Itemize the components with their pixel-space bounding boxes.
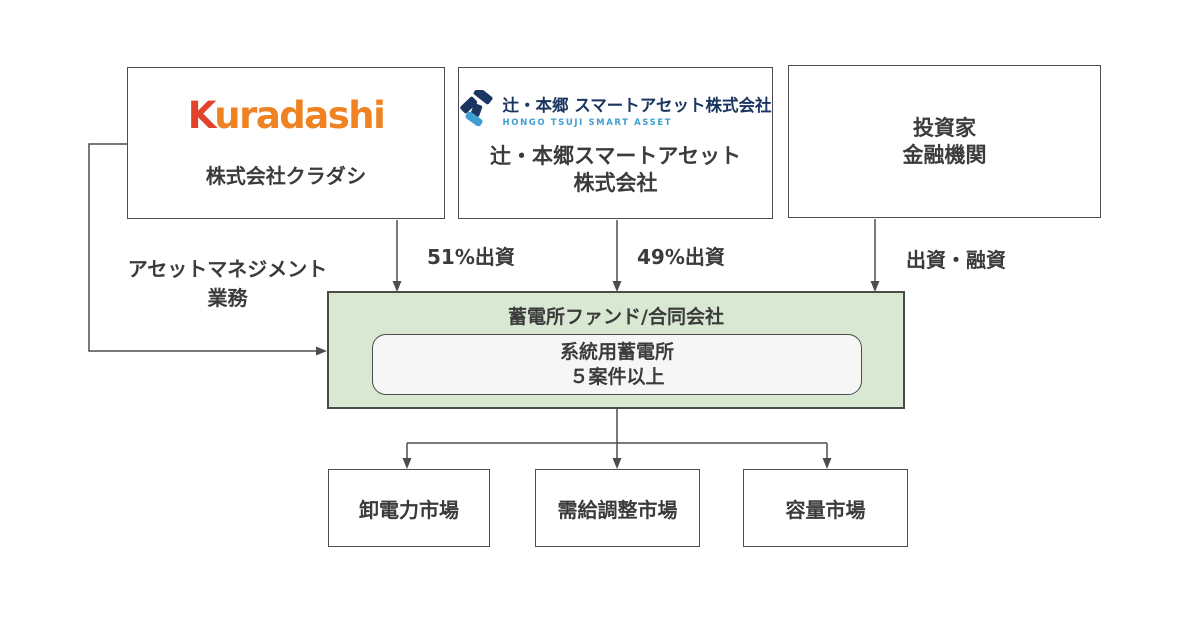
- fund-box: 蓄電所ファンド/合同会社 系統用蓄電所 ５案件以上: [327, 291, 905, 409]
- tsuji-hongo-name-line2: 株式会社: [573, 170, 658, 195]
- tsuji-hongo-company-name: 辻・本郷スマートアセット 株式会社: [490, 143, 741, 197]
- company-box-investor: 投資家 金融機関: [788, 65, 1101, 218]
- market-box-balancing: 需給調整市場: [535, 469, 700, 547]
- edge-label-asset-management: アセットマネジメント 業務: [100, 255, 355, 313]
- fund-asset-line2: ５案件以上: [569, 365, 665, 388]
- asset-management-line2: 業務: [207, 286, 248, 310]
- kuradashi-logo: Kuradashi: [187, 94, 386, 137]
- tsuji-hongo-name-line1: 辻・本郷スマートアセット: [490, 143, 741, 168]
- fund-asset-line1: 系統用蓄電所: [559, 340, 674, 363]
- investor-line1: 投資家: [913, 115, 976, 140]
- investor-label: 投資家 金融機関: [903, 115, 987, 169]
- tsuji-hongo-logo-title: 辻・本郷 スマートアセット株式会社: [502, 95, 772, 115]
- tsuji-hongo-logo-icon: [459, 89, 493, 126]
- tsuji-hongo-logo-subtitle: HONGO TSUJI SMART ASSET: [502, 117, 673, 128]
- fund-title: 蓄電所ファンド/合同会社: [508, 306, 724, 328]
- company-box-tsuji-hongo: 辻・本郷 スマートアセット株式会社 HONGO TSUJI SMART ASSE…: [458, 67, 773, 219]
- fund-asset-box: 系統用蓄電所 ５案件以上: [372, 334, 862, 395]
- tsuji-hongo-logo-text: 辻・本郷 スマートアセット株式会社 HONGO TSUJI SMART ASSE…: [503, 92, 772, 128]
- market-box-wholesale: 卸電力市場: [328, 469, 490, 547]
- edge-label-equity-49: 49%出資: [637, 245, 725, 269]
- tsuji-hongo-logo: 辻・本郷 スマートアセット株式会社 HONGO TSUJI SMART ASSE…: [459, 89, 772, 130]
- edge-label-equity-loan: 出資・融資: [906, 248, 1006, 272]
- edge-label-equity-51: 51%出資: [427, 245, 515, 269]
- kuradashi-company-name: 株式会社クラダシ: [205, 164, 367, 188]
- company-box-kuradashi: Kuradashi 株式会社クラダシ: [127, 67, 445, 219]
- kuradashi-logo-k: K: [187, 94, 216, 137]
- kuradashi-logo-rest: uradashi: [214, 94, 386, 137]
- investor-line2: 金融機関: [902, 142, 987, 167]
- market-box-capacity: 容量市場: [743, 469, 908, 547]
- asset-management-line1: アセットマネジメント: [127, 257, 328, 281]
